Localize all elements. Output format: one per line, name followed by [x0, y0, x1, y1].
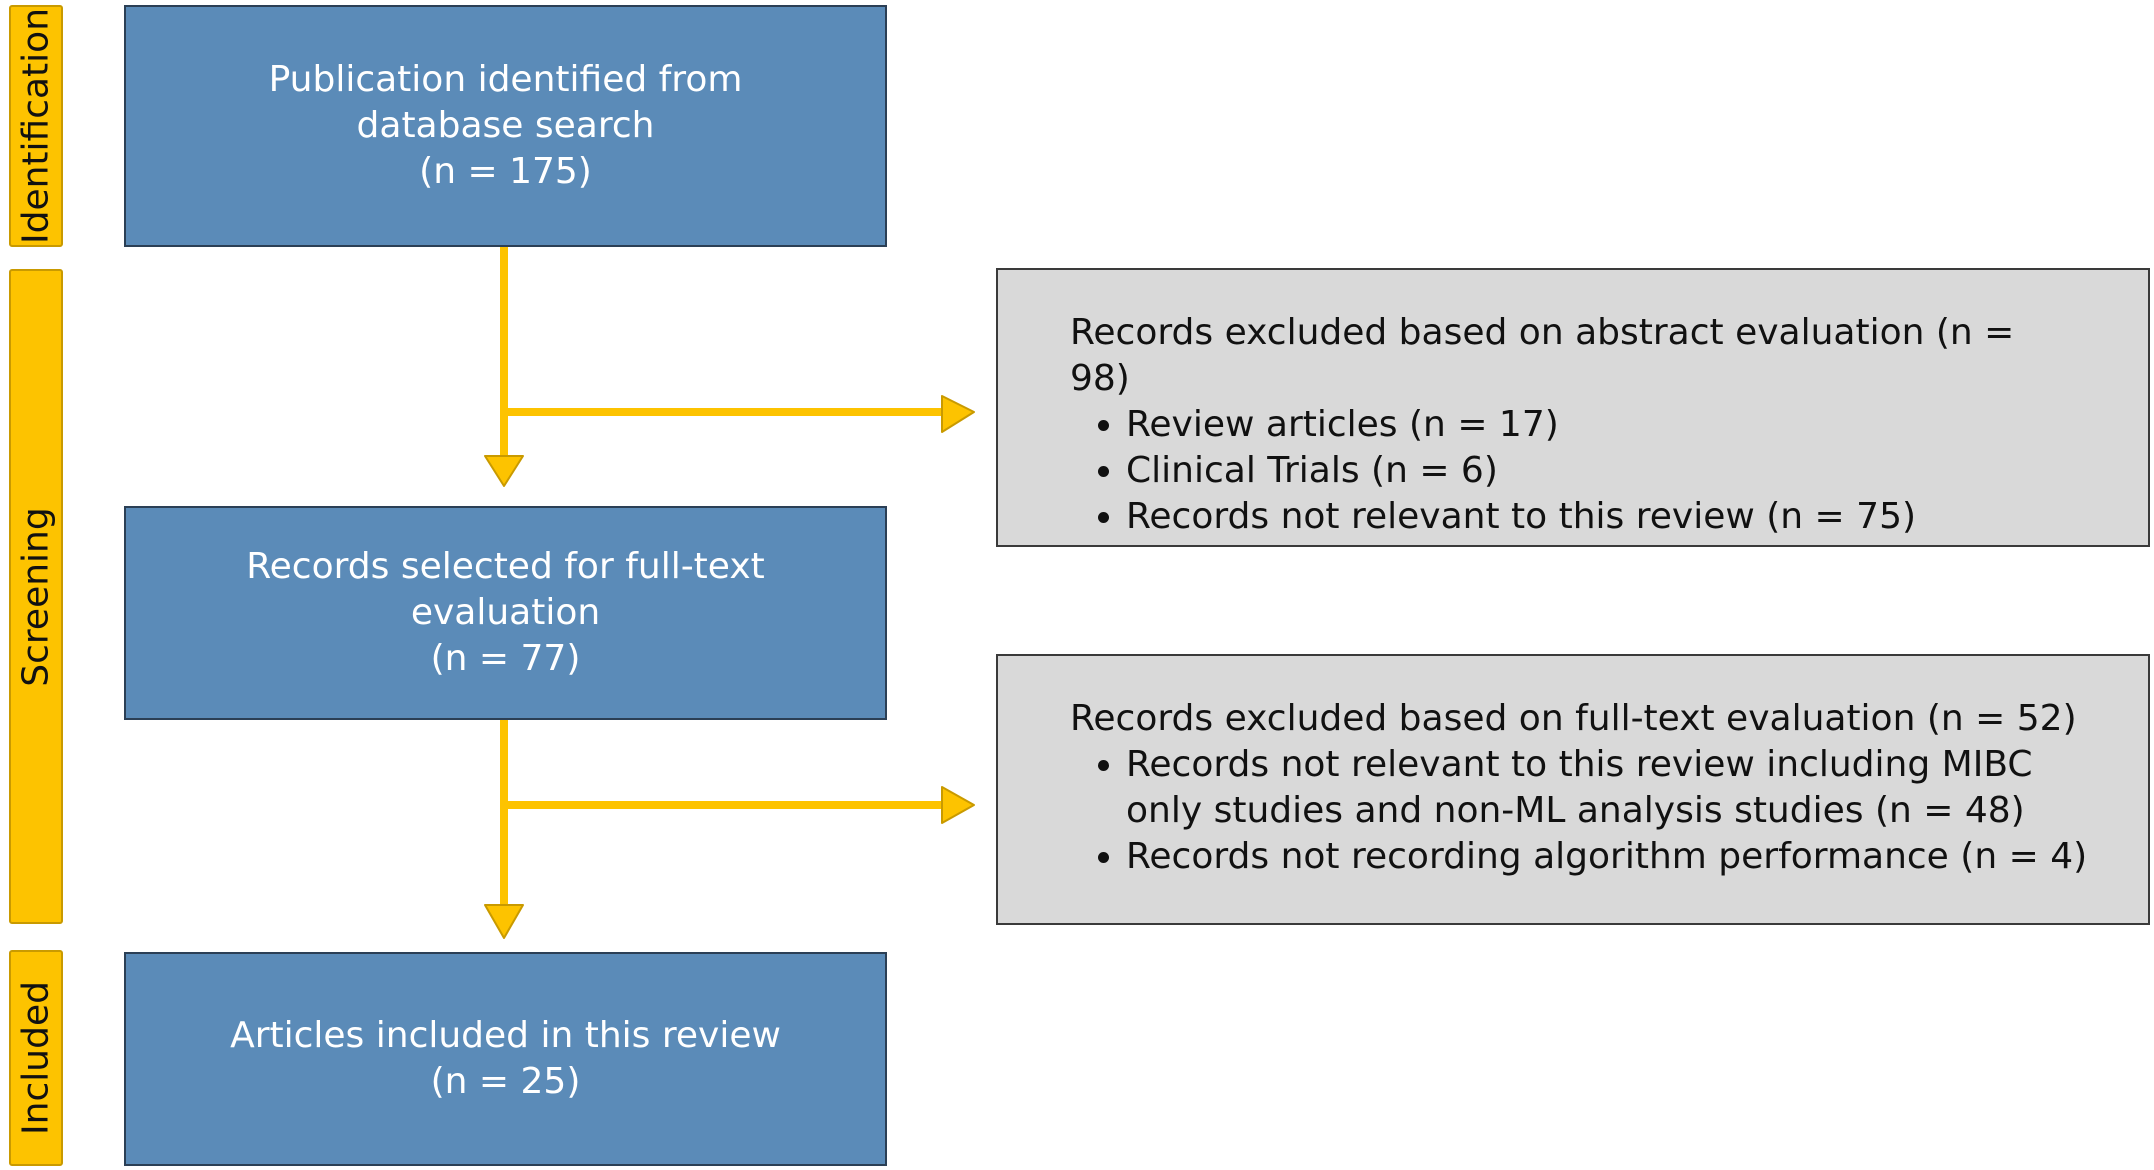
arrow-right-1-shaft — [504, 408, 946, 416]
arrow-down-2-head — [484, 904, 524, 939]
box-identified-count: (n = 175) — [419, 151, 592, 192]
box-included: Articles included in this review (n = 25… — [124, 952, 887, 1166]
box-fulltext-line1: Records selected for full-text — [246, 546, 765, 587]
box-excluded-fulltext: Records excluded based on full-text eval… — [996, 654, 2150, 925]
box-identified: Publication identified from database sea… — [124, 5, 887, 247]
phase-screening: Screening — [9, 269, 63, 924]
excluded-fulltext-heading: Records excluded based on full-text eval… — [1070, 698, 2077, 739]
box-identified-line1: Publication identified from — [268, 59, 743, 100]
excluded-fulltext-item: Records not relevant to this review incl… — [1126, 742, 2088, 834]
phase-included: Included — [9, 950, 63, 1166]
excluded-abstract-list: Review articles (n = 17) Clinical Trials… — [1070, 402, 2028, 540]
arrow-right-1-head — [941, 395, 975, 433]
excluded-abstract-heading: Records excluded based on abstract evalu… — [1070, 312, 2015, 399]
box-fulltext-count: (n = 77) — [430, 638, 581, 679]
excluded-abstract-item: Records not relevant to this review (n =… — [1126, 494, 2028, 540]
arrow-down-1-head — [484, 455, 524, 487]
box-included-line1: Articles included in this review — [230, 1015, 781, 1056]
box-excluded-abstract: Records excluded based on abstract evalu… — [996, 268, 2150, 547]
excluded-fulltext-item: Records not recording algorithm performa… — [1126, 834, 2088, 880]
excluded-abstract-item: Clinical Trials (n = 6) — [1126, 448, 2028, 494]
excluded-abstract-item: Review articles (n = 17) — [1126, 402, 2028, 448]
arrow-down-1-shaft — [500, 247, 508, 459]
phase-identification: Identification — [9, 5, 63, 247]
arrow-right-2-head — [941, 786, 975, 824]
excluded-fulltext-list: Records not relevant to this review incl… — [1070, 742, 2088, 880]
box-fulltext-selected: Records selected for full-text evaluatio… — [124, 506, 887, 720]
box-identified-line2: database search — [356, 105, 655, 146]
box-fulltext-line2: evaluation — [410, 592, 601, 633]
arrow-down-2-shaft — [500, 720, 508, 908]
arrow-right-2-shaft — [504, 801, 946, 809]
box-included-count: (n = 25) — [430, 1061, 581, 1102]
